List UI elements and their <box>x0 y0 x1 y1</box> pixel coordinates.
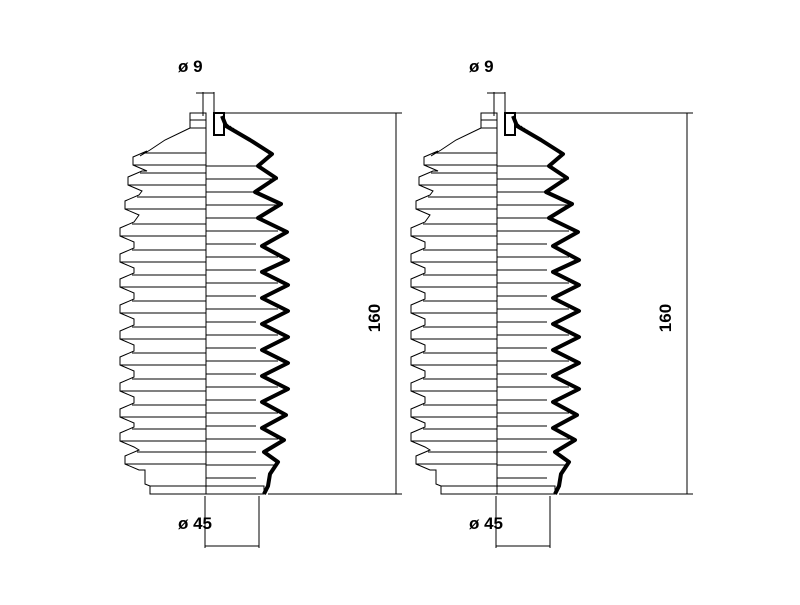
left-outline <box>119 119 206 495</box>
bellows-2-body <box>410 112 581 495</box>
bellows-2-bottom-diameter-label: ø 45 <box>469 514 503 533</box>
top-lip-hatch <box>504 112 543 143</box>
left-outline <box>410 119 497 495</box>
bellows-1-body <box>119 112 290 495</box>
top-lip-hatch <box>213 112 252 143</box>
bellows-2-bottom-diameter-dimension <box>495 496 551 548</box>
bellows-1-top-diameter-dimension <box>196 92 215 116</box>
bellows-1-outline <box>119 112 290 495</box>
bellows-2-top-diameter-label: ø 9 <box>469 57 494 76</box>
wall-profile <box>220 115 290 495</box>
bellows-2-outline <box>410 112 581 495</box>
bottom-collar <box>150 485 265 495</box>
bellows-2-length-label: 160 <box>656 304 675 332</box>
bellows-1: ø 9 ø 45 160 <box>119 57 402 548</box>
bottom-collar <box>441 485 556 495</box>
bellows-1-length-label: 160 <box>365 304 384 332</box>
top-collar <box>189 112 207 121</box>
wall-profile <box>511 115 581 495</box>
bellows-1-bottom-diameter-label: ø 45 <box>178 514 212 533</box>
top-collar <box>480 112 498 121</box>
bellows-1-length-dimension <box>224 112 402 495</box>
bellows-2: ø 9 ø 45 160 <box>410 57 693 548</box>
bellows-1-top-diameter-label: ø 9 <box>178 57 203 76</box>
bellows-2-length-dimension <box>515 112 693 495</box>
bellows-1-bottom-diameter-dimension <box>204 496 260 548</box>
bellows-2-top-diameter-dimension <box>487 92 506 116</box>
